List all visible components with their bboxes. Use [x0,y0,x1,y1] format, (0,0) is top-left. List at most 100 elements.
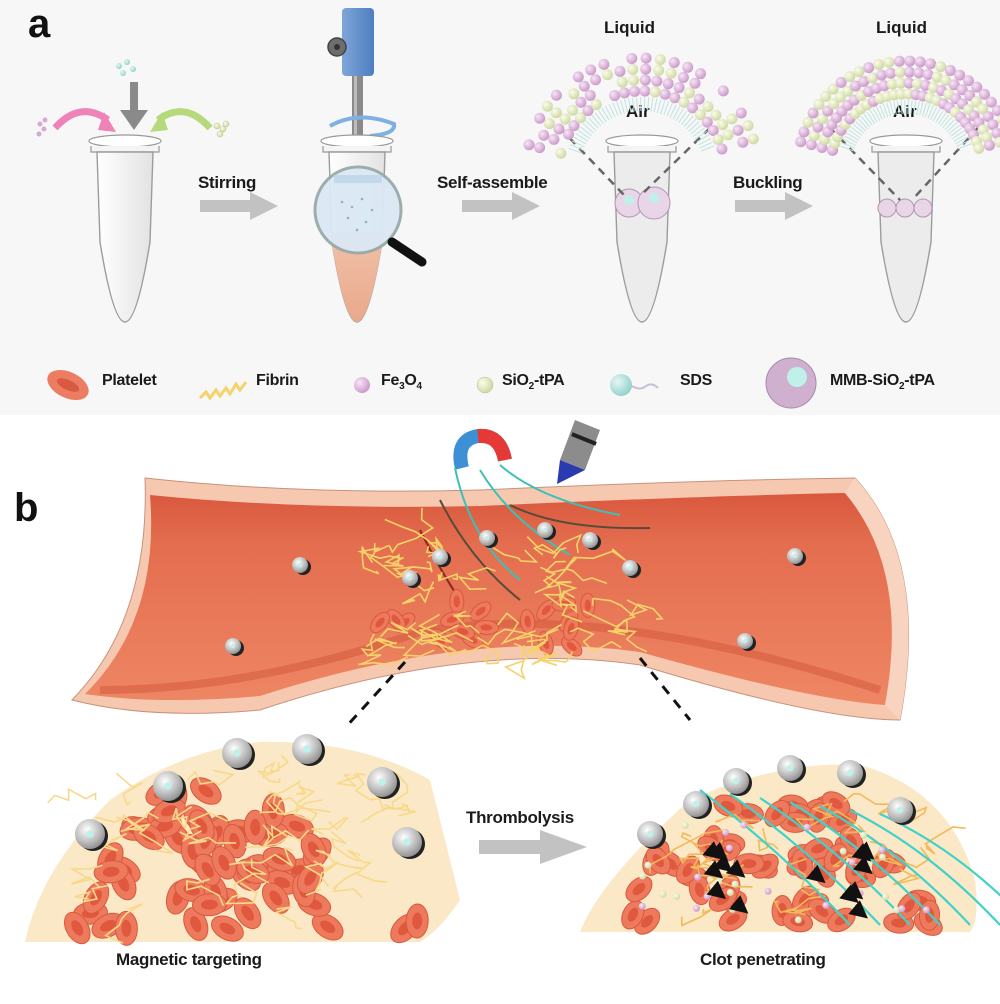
released-nanoparticle [638,872,646,880]
sds-tail [647,97,650,112]
fibrin-strand [497,612,536,645]
sds-tail [942,116,953,129]
red-blood-cell-center [121,919,132,937]
nanoparticle [550,89,562,101]
fibrin-strand [274,906,303,930]
nanoparticle [701,116,713,128]
nanoparticle [994,136,1000,148]
red-blood-cell-center [829,797,843,809]
shell-loose [523,52,759,159]
red-blood-cell-center [100,919,116,932]
nanoparticle [903,66,915,78]
nanoparticle [835,76,847,88]
nanoparticle [669,92,681,104]
fibrin-strand [171,805,193,831]
step-label-stirring: Stirring [198,173,257,192]
nanoparticle [944,64,956,76]
penetration-arrow [713,853,733,873]
red-blood-cell-center [632,883,646,896]
released-nanoparticle [726,888,734,896]
tube-buckled [829,127,979,323]
nanoparticle [991,127,1000,139]
sds-tail [940,114,950,127]
nanoparticle [662,78,674,90]
fibrin-strand [614,627,648,653]
nanoparticle [813,98,825,110]
fibrin-strand [402,581,435,605]
nanoparticle [931,71,943,83]
fibrin-strand [534,560,566,594]
released-nanoparticle [893,906,901,914]
nanoparticle [665,67,677,79]
red-blood-cell-center [891,918,907,928]
nanoparticle [567,104,579,116]
red-blood-cell-center [541,605,551,616]
sds-tail [686,118,697,130]
penetration-arrow [728,895,749,914]
nanoparticle [598,58,610,70]
sds-tail [631,97,635,112]
sds-tail [930,106,938,120]
red-blood-cell-center [811,843,826,854]
sds-tail [575,133,588,142]
red-blood-cell-center [694,882,705,898]
red-blood-cell-center [375,617,385,628]
field-line [819,805,971,926]
fibrin-strand [437,571,459,582]
fibrin-strand [305,860,329,896]
nanoparticle [584,89,596,101]
red-blood-cell-center [190,915,202,933]
red-blood-cell-center [250,818,261,836]
fibrin-strand [542,575,575,608]
nanoparticle [543,118,555,130]
red-blood-cell-center [320,920,336,934]
magnet-icon [453,428,512,470]
nanoparticle [695,68,706,80]
fibrin-strand [794,803,835,830]
nanoparticle [678,96,690,108]
fibrin-strand [516,634,546,655]
red-blood-cell-center [641,915,654,928]
fibrin-strand [243,847,294,867]
nanoparticle [534,112,546,124]
nanoparticle [911,78,923,90]
fibrin-strand [538,650,574,667]
red-blood-cell-center [446,615,459,623]
sds-tail [699,141,713,149]
penetration-arrow [725,859,746,878]
mmb-core [438,555,442,559]
fibrin-strand [361,546,380,575]
nanoparticle [639,85,651,97]
sds-tail [882,103,889,118]
sds-tail [860,116,871,128]
nanoparticle [616,76,628,88]
fibrin-strand [47,787,97,804]
shell-label-liquid-1: Liquid [604,18,655,37]
tube-empty [88,134,162,323]
field-line [759,797,911,926]
mmb-core [378,778,386,786]
nanoparticle [712,134,724,146]
sds-tail [656,99,662,114]
nanoparticle [693,93,705,105]
fibrin-icon [198,381,248,401]
legend-label-fibrin: Fibrin [256,372,299,389]
sds-tail [675,108,684,121]
sds-tail [855,121,867,132]
magnifier-handle [387,237,427,267]
sds-tail [681,113,691,125]
sds-tail [585,120,597,131]
sds-tail [875,106,883,120]
fibrin-strand [545,560,573,589]
nanoparticle [668,57,680,69]
fibrin-strand [503,642,535,681]
red-blood-cell-center [584,599,591,612]
released-nanoparticle [692,904,700,912]
red-blood-cell-center [229,832,240,850]
shell-label-air-1: Air [626,102,650,121]
released-nanoparticle [715,878,723,886]
penetration-arrow [706,880,727,900]
fibrin-strand [262,829,310,848]
red-blood-cell-center [412,912,423,930]
sds-tail [852,123,865,134]
